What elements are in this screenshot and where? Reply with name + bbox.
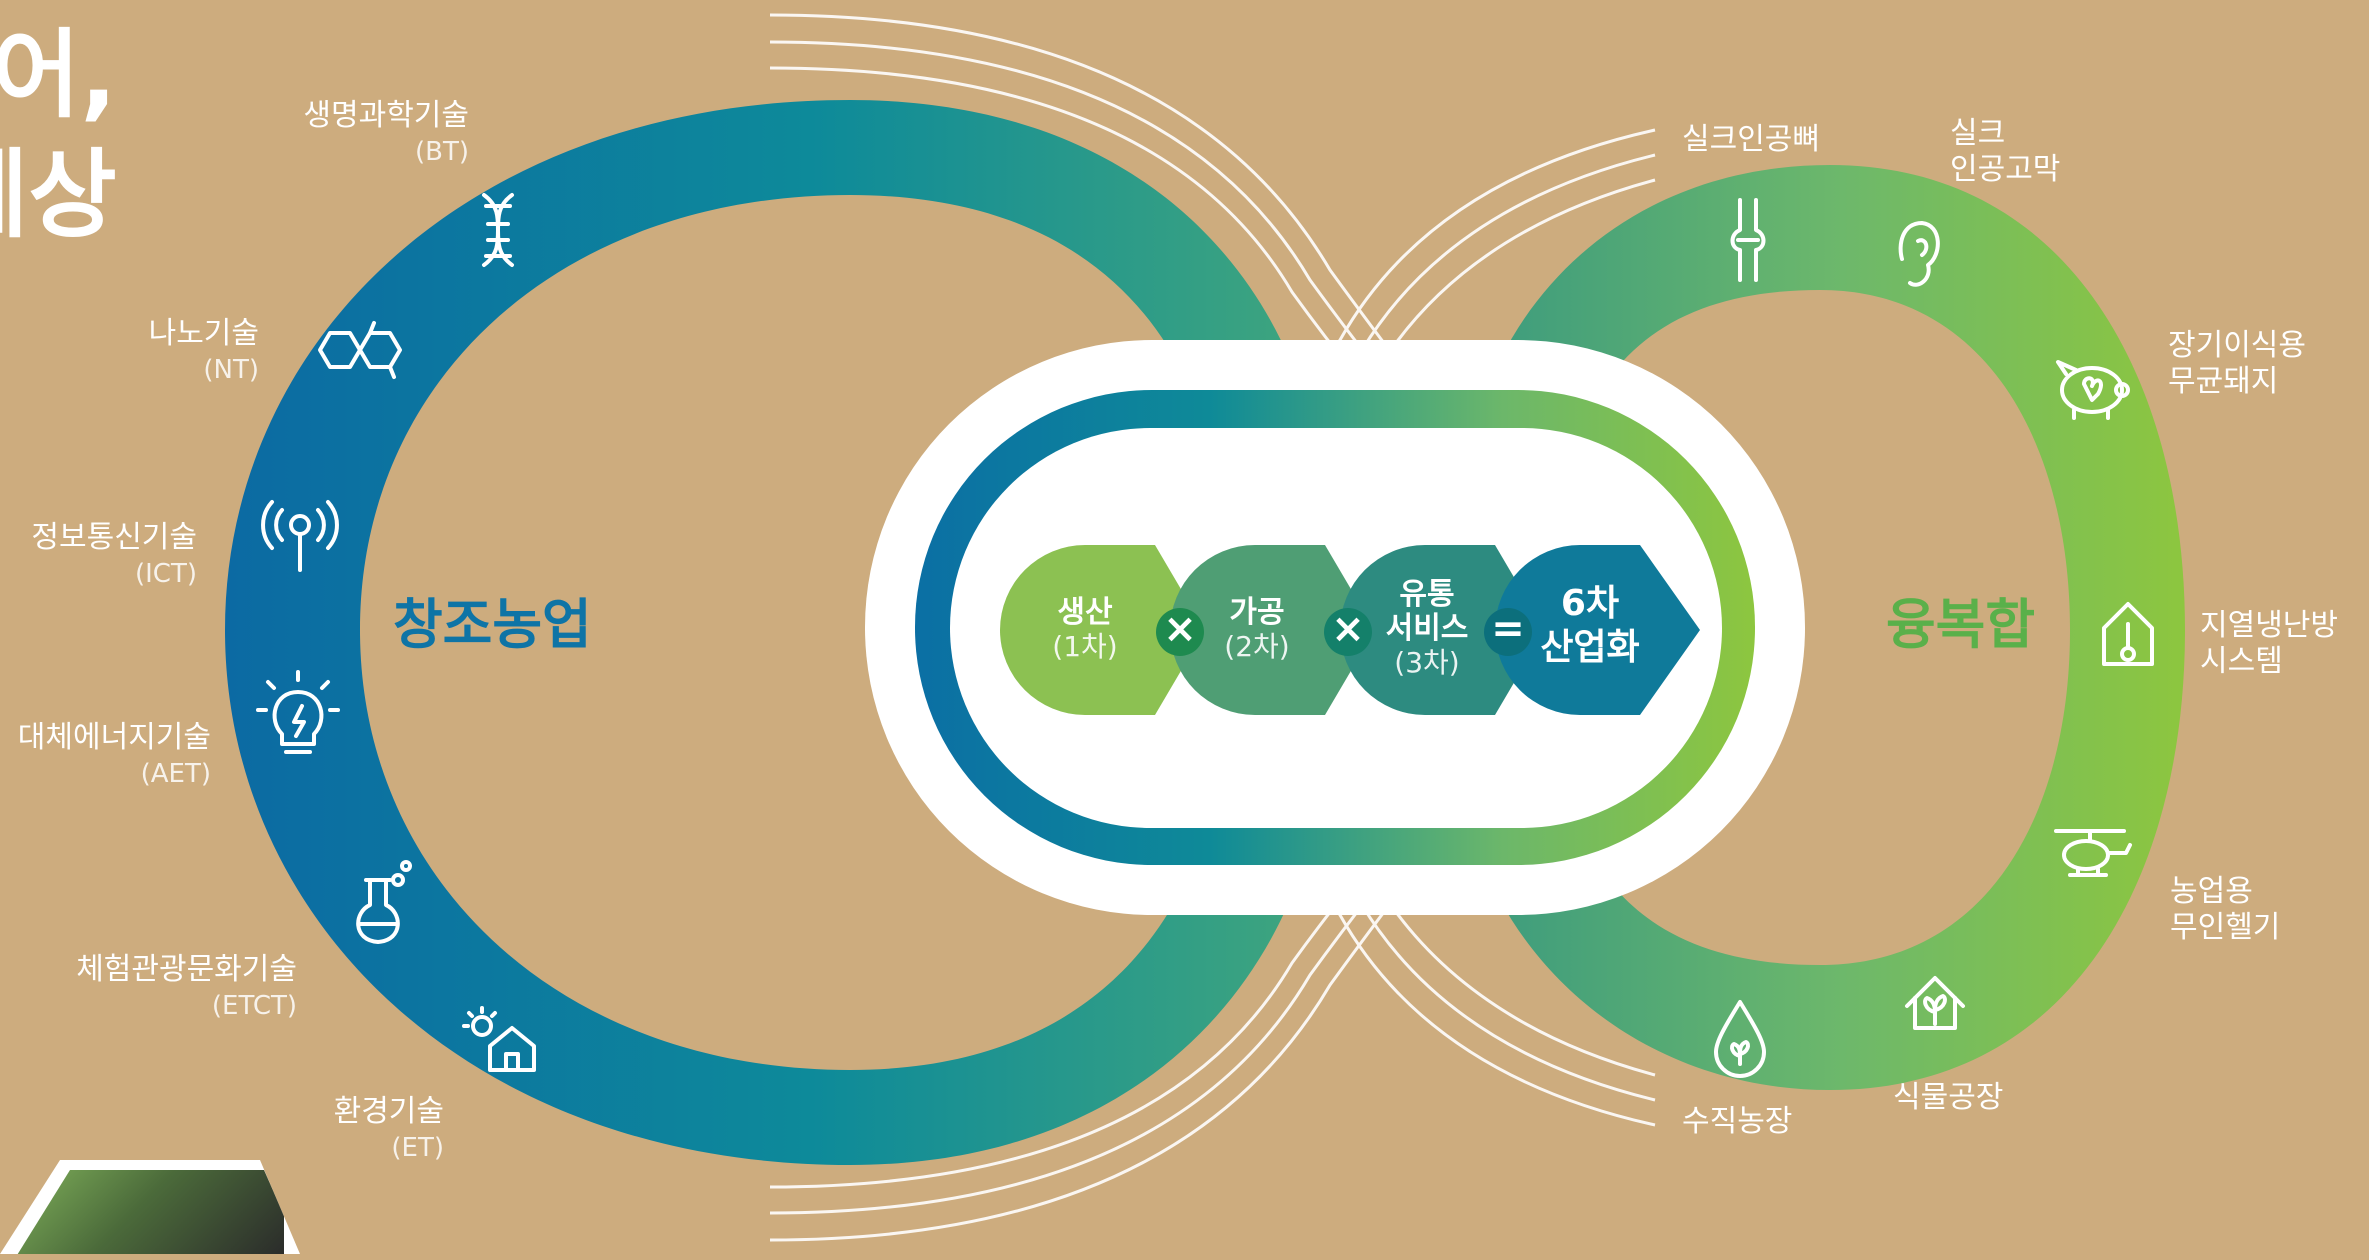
step-distribution: 유통 서비스 (3차)	[1372, 578, 1482, 680]
left-loop-title: 창조농업	[393, 593, 592, 656]
right-loop	[1500, 165, 2185, 1090]
heading-line-1: 어,	[0, 19, 117, 131]
flask-icon	[356, 860, 412, 944]
label-silk-eardrum: 실크 인공고막	[1950, 116, 2061, 187]
label-nt: 나노기술 (NT)	[149, 316, 259, 388]
helicopter-icon	[2054, 829, 2132, 877]
operator-multiply-1: ×	[1163, 606, 1197, 652]
step-production: 생산 (1차)	[1040, 596, 1130, 664]
label-aet-name: 대체에너지기술	[17, 720, 211, 755]
label-vertical-farm: 수직농장	[1682, 1104, 1793, 1139]
step-1-shape	[1000, 545, 1205, 715]
step-processing-label: 가공	[1229, 595, 1285, 630]
label-etct: 체험관광문화기술 (ETCT)	[76, 952, 297, 1024]
process-steps	[1000, 545, 1700, 715]
step-production-sub: (1차)	[1052, 630, 1118, 663]
step-4-shape	[1495, 545, 1700, 715]
step-2-shape	[1170, 545, 1375, 715]
operator-3-badge	[1484, 608, 1532, 656]
step-distribution-sub: (3차)	[1394, 646, 1460, 679]
photo-content	[14, 1170, 284, 1254]
label-et: 환경기술 (ET)	[334, 1094, 444, 1166]
operator-1-badge	[1156, 608, 1204, 656]
step-processing-sub: (2차)	[1224, 630, 1290, 663]
label-bt-abbr: (BT)	[414, 137, 469, 167]
step-processing: 가공 (2차)	[1212, 596, 1302, 664]
label-nt-name: 나노기술	[148, 316, 259, 351]
label-silk-bone: 실크인공뼈	[1682, 122, 1820, 157]
water-drop-icon	[1714, 1000, 1766, 1078]
label-aet-abbr: (AET)	[140, 759, 211, 789]
ear-icon	[1898, 221, 1940, 287]
lightbulb-icon	[256, 670, 340, 754]
label-nt-abbr: (NT)	[203, 355, 259, 385]
step-production-label: 생산	[1057, 595, 1113, 630]
connector-lines	[769, 13, 1656, 1242]
label-drone-heli: 농업용 무인헬기	[2170, 874, 2281, 945]
plant-house-icon	[1905, 976, 1965, 1030]
label-sterile-pig: 장기이식용 무균돼지	[2168, 328, 2306, 399]
heading-line-2: 세상	[0, 139, 117, 251]
corner-photo	[0, 1160, 300, 1254]
thermometer-house-icon	[2102, 602, 2154, 666]
dna-icon	[482, 193, 514, 267]
label-bt-name: 생명과학기술	[303, 98, 469, 133]
label-aet: 대체에너지기술 (AET)	[18, 720, 211, 792]
label-ict: 정보통신기술 (ICT)	[31, 520, 197, 592]
label-etct-name: 체험관광문화기술	[76, 952, 297, 987]
operator-2-badge	[1324, 608, 1372, 656]
pig-icon	[2056, 360, 2130, 420]
sun-house-icon	[462, 1006, 536, 1072]
step-distribution-label: 유통 서비스	[1385, 577, 1469, 646]
label-et-name: 환경기술	[333, 1094, 444, 1129]
bone-joint-icon	[1730, 198, 1766, 282]
right-loop-title: 융복합	[1886, 593, 2036, 656]
step-3-shape	[1340, 545, 1545, 715]
label-ict-abbr: (ICT)	[135, 559, 197, 589]
operator-multiply-2: ×	[1331, 606, 1365, 652]
molecule-icon	[318, 321, 402, 379]
operator-equals: =	[1491, 606, 1525, 652]
label-et-abbr: (ET)	[391, 1133, 444, 1163]
label-plant-factory: 식물공장	[1893, 1080, 2004, 1115]
label-ict-name: 정보통신기술	[31, 520, 197, 555]
label-etct-abbr: (ETCT)	[211, 991, 297, 1021]
step-result: 6차 산업화	[1540, 583, 1640, 668]
label-bt: 생명과학기술 (BT)	[303, 98, 469, 170]
label-geothermal: 지열냉난방 시스템	[2200, 608, 2338, 679]
